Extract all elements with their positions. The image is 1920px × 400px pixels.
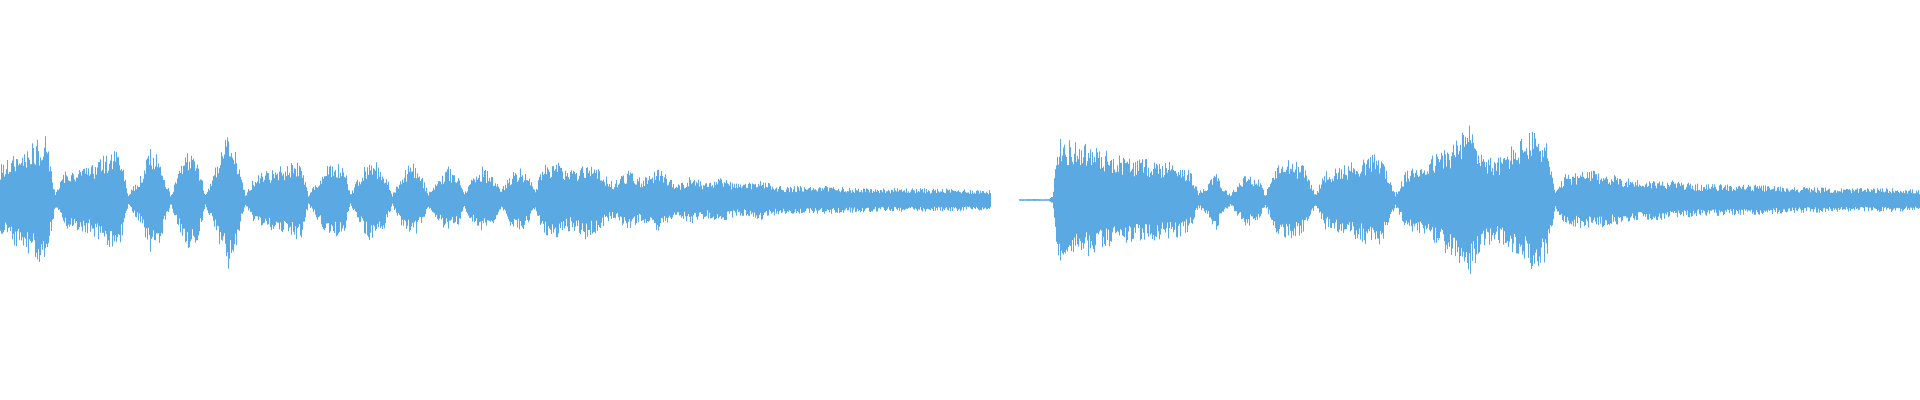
waveform-core-1 <box>0 161 991 239</box>
waveform-core-2 <box>1019 157 1920 243</box>
waveform-segments <box>0 125 1920 274</box>
